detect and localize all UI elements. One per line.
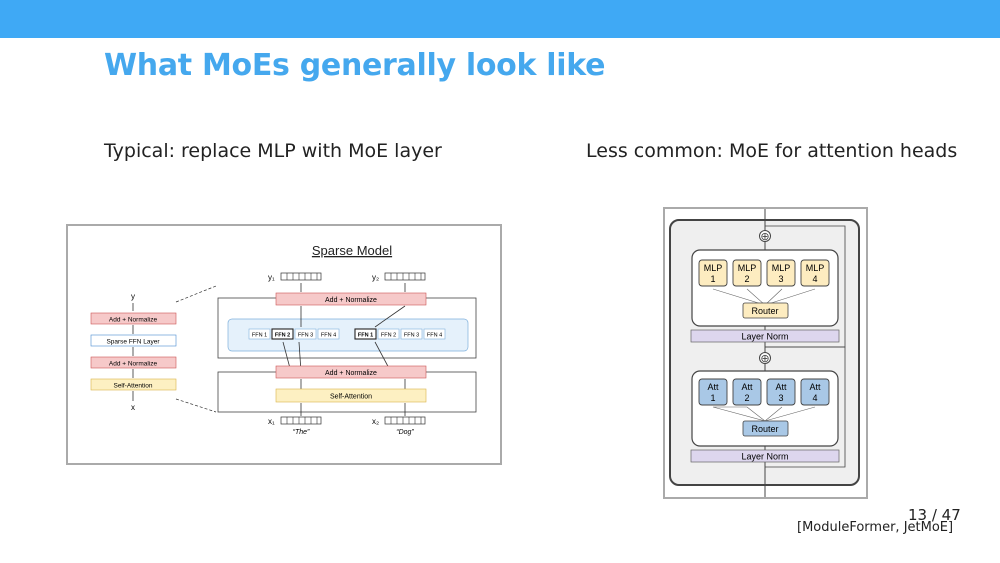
subtitle-less-common: Less common: MoE for attention heads bbox=[586, 140, 958, 162]
top-accent-bar bbox=[0, 0, 1000, 38]
ffn-band bbox=[227, 318, 469, 352]
mlp-expert-index: 1 bbox=[710, 274, 715, 284]
mlp-expert-name: MLP bbox=[806, 263, 825, 273]
att-expert-4 bbox=[800, 378, 830, 406]
att-expert-name: Att bbox=[809, 382, 821, 392]
detail-self-attention-label: Self-Attention bbox=[330, 394, 372, 401]
att-expert-1 bbox=[698, 378, 728, 406]
att-expert-name: Att bbox=[775, 382, 787, 392]
citation: [ModuleFormer, JetMoE] bbox=[797, 520, 954, 535]
ffn-expert-box bbox=[294, 328, 317, 340]
ffn-expert-box bbox=[271, 328, 294, 340]
detail-add-normalize-mid bbox=[275, 365, 427, 379]
token-dog: “Dog” bbox=[396, 429, 414, 436]
ffn-expert-box bbox=[248, 328, 271, 340]
mlp-expert-index: 4 bbox=[812, 274, 817, 284]
detail-view: y₁ y₂ Add + Normalize FFN 1 FFN 2 FFN 3 FFN… bbox=[217, 272, 477, 436]
mlp-expert-name: MLP bbox=[738, 263, 757, 273]
plus-icon-bottom: ⊕ bbox=[760, 353, 769, 365]
stack-self-attention bbox=[90, 378, 177, 391]
detail-add-normalize-top bbox=[275, 292, 427, 306]
ffn-expert-label: FFN 1 bbox=[358, 333, 373, 339]
sparse-model-diagram: Sparse Model y Add + Normalize Sparse FF… bbox=[66, 224, 502, 465]
att-expert-3 bbox=[766, 378, 796, 406]
att-expert-index: 1 bbox=[710, 393, 715, 403]
y2-label: y₂ bbox=[372, 273, 379, 282]
ffn-expert-label: FFN 3 bbox=[298, 333, 313, 339]
stack-add-normalize-top bbox=[90, 312, 177, 325]
token-the: “The” bbox=[293, 429, 310, 436]
ffn-expert-label: FFN 3 bbox=[404, 333, 419, 339]
detail-add-normalize-top-label: Add + Normalize bbox=[325, 297, 377, 304]
x1-label: x₁ bbox=[268, 417, 275, 426]
sparse-model-heading: Sparse Model bbox=[312, 243, 392, 258]
y1-label: y₁ bbox=[268, 273, 275, 282]
layer-norm-bottom bbox=[690, 449, 840, 463]
att-expert-name: Att bbox=[741, 382, 753, 392]
layer-norm-top-label: Layer Norm bbox=[741, 332, 788, 342]
ffn-expert-box bbox=[400, 328, 423, 340]
stack-add-normalize-bottom bbox=[90, 356, 177, 369]
page-number: 13 / 47 bbox=[908, 506, 961, 524]
mlp-expert-index: 3 bbox=[778, 274, 783, 284]
detail-self-attention bbox=[275, 388, 427, 403]
stack-add-normalize-bottom-label: Add + Normalize bbox=[109, 361, 158, 368]
layer-norm-top bbox=[690, 329, 840, 343]
ffn-expert-label: FFN 1 bbox=[252, 333, 267, 339]
stack-sparse-ffn-label: Sparse FFN Layer bbox=[106, 339, 160, 346]
stack-add-normalize-top-label: Add + Normalize bbox=[109, 317, 158, 324]
att-expert-name: Att bbox=[707, 382, 719, 392]
stack-output-label: y bbox=[131, 292, 135, 301]
plus-icon-top: ⊕ bbox=[760, 231, 769, 243]
slide-title: What MoEs generally look like bbox=[104, 48, 606, 83]
ffn-expert-label: FFN 4 bbox=[321, 333, 336, 339]
ffn-expert-box bbox=[377, 328, 400, 340]
ffn-expert-label: FFN 4 bbox=[427, 333, 442, 339]
router-attention-label: Router bbox=[751, 424, 778, 434]
stack-self-attention-label: Self-Attention bbox=[113, 383, 152, 390]
x2-label: x₂ bbox=[372, 417, 379, 426]
layer-norm-bottom-label: Layer Norm bbox=[741, 452, 788, 462]
mlp-expert-1 bbox=[698, 259, 728, 287]
ffn-expert-box bbox=[354, 328, 377, 340]
detail-add-normalize-mid-label: Add + Normalize bbox=[325, 370, 377, 377]
mlp-expert-index: 2 bbox=[744, 274, 749, 284]
router-attention bbox=[742, 420, 789, 437]
ffn-expert-label: FFN 2 bbox=[275, 333, 290, 339]
stack-sparse-ffn bbox=[90, 334, 177, 347]
att-expert-index: 2 bbox=[744, 393, 749, 403]
mlp-expert-name: MLP bbox=[772, 263, 791, 273]
ffn-expert-label: FFN 2 bbox=[381, 333, 396, 339]
mlp-expert-4 bbox=[800, 259, 830, 287]
ffn-expert-box bbox=[423, 328, 446, 340]
att-expert-2 bbox=[732, 378, 762, 406]
router-mlp-label: Router bbox=[751, 306, 778, 316]
subtitle-typical: Typical: replace MLP with MoE layer bbox=[104, 140, 442, 162]
ffn-expert-box bbox=[317, 328, 340, 340]
stack-input-label: x bbox=[131, 403, 135, 412]
router-mlp bbox=[742, 302, 789, 319]
mlp-expert-name: MLP bbox=[704, 263, 723, 273]
mlp-expert-2 bbox=[732, 259, 762, 287]
mlp-expert-3 bbox=[766, 259, 796, 287]
att-expert-index: 4 bbox=[812, 393, 817, 403]
att-expert-index: 3 bbox=[778, 393, 783, 403]
block-stack: y Add + Normalize Sparse FFN Layer Add +… bbox=[90, 292, 177, 412]
